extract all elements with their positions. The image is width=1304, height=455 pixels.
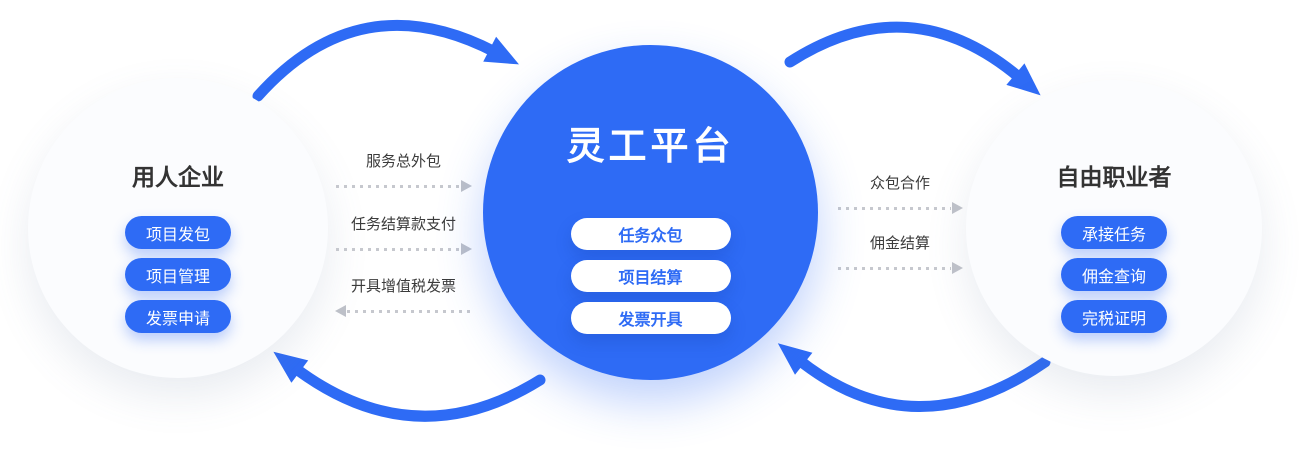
flow-service-total-outsourcing: 服务总外包	[336, 150, 472, 193]
platform-item-task-crowdsourcing: 任务众包	[570, 218, 731, 250]
enterprise-item-invoice-request: 发票申请	[125, 300, 231, 333]
arrow-enterprise-to-platform-icon	[252, 20, 519, 102]
dotted-arrow-right-icon	[336, 180, 472, 193]
flow-task-settlement-payment: 任务结算款支付	[336, 213, 472, 256]
arrow-platform-to-enterprise-icon	[273, 351, 546, 422]
arrow-platform-to-freelancer-icon	[784, 21, 1041, 96]
freelancer-item-accept-tasks: 承接任务	[1061, 216, 1167, 249]
freelancer-item-commission-query: 佣金查询	[1061, 258, 1167, 291]
flow-label-commission-settlement: 佣金结算	[869, 235, 930, 252]
enterprise-title: 用人企业	[132, 164, 224, 190]
dotted-line	[336, 185, 460, 188]
platform-item-project-settlement: 项目结算	[570, 260, 731, 292]
arrow-freelancer-to-platform-icon	[777, 343, 1051, 412]
flow-commission-settlement: 佣金结算	[838, 232, 963, 275]
flow-label-task-settlement-payment: 任务结算款支付	[350, 216, 456, 233]
platform-circle: 灵工平台 任务众包 项目结算 发票开具	[483, 45, 818, 380]
enterprise-circle: 用人企业 项目发包 项目管理 发票申请	[28, 78, 328, 378]
flow-label-crowdsourcing-cooperation: 众包合作	[869, 175, 930, 192]
freelancer-title: 自由职业者	[1056, 164, 1172, 190]
dotted-line	[347, 310, 471, 313]
dotted-arrow-left-icon	[335, 305, 471, 318]
dotted-line	[838, 267, 951, 270]
dotted-line	[838, 207, 951, 210]
dotted-line	[336, 248, 460, 251]
dotted-arrow-right-icon	[838, 262, 963, 275]
platform-item-invoice-issuing: 发票开具	[570, 302, 731, 334]
dotted-arrow-right-icon	[336, 243, 472, 256]
freelancer-item-tax-certificate: 完税证明	[1061, 300, 1167, 333]
flow-label-service-total-outsourcing: 服务总外包	[365, 153, 441, 170]
flow-crowdsourcing-cooperation: 众包合作	[838, 172, 963, 215]
freelancer-circle: 自由职业者 承接任务 佣金查询 完税证明	[966, 80, 1262, 376]
enterprise-item-project-management: 项目管理	[125, 258, 231, 291]
enterprise-item-project-outsourcing: 项目发包	[125, 216, 231, 249]
platform-title: 灵工平台	[566, 126, 735, 168]
flow-vat-invoice-issuing: 开具增值税发票	[335, 275, 471, 318]
dotted-arrow-right-icon	[838, 202, 963, 215]
flow-label-vat-invoice-issuing: 开具增值税发票	[350, 278, 456, 295]
